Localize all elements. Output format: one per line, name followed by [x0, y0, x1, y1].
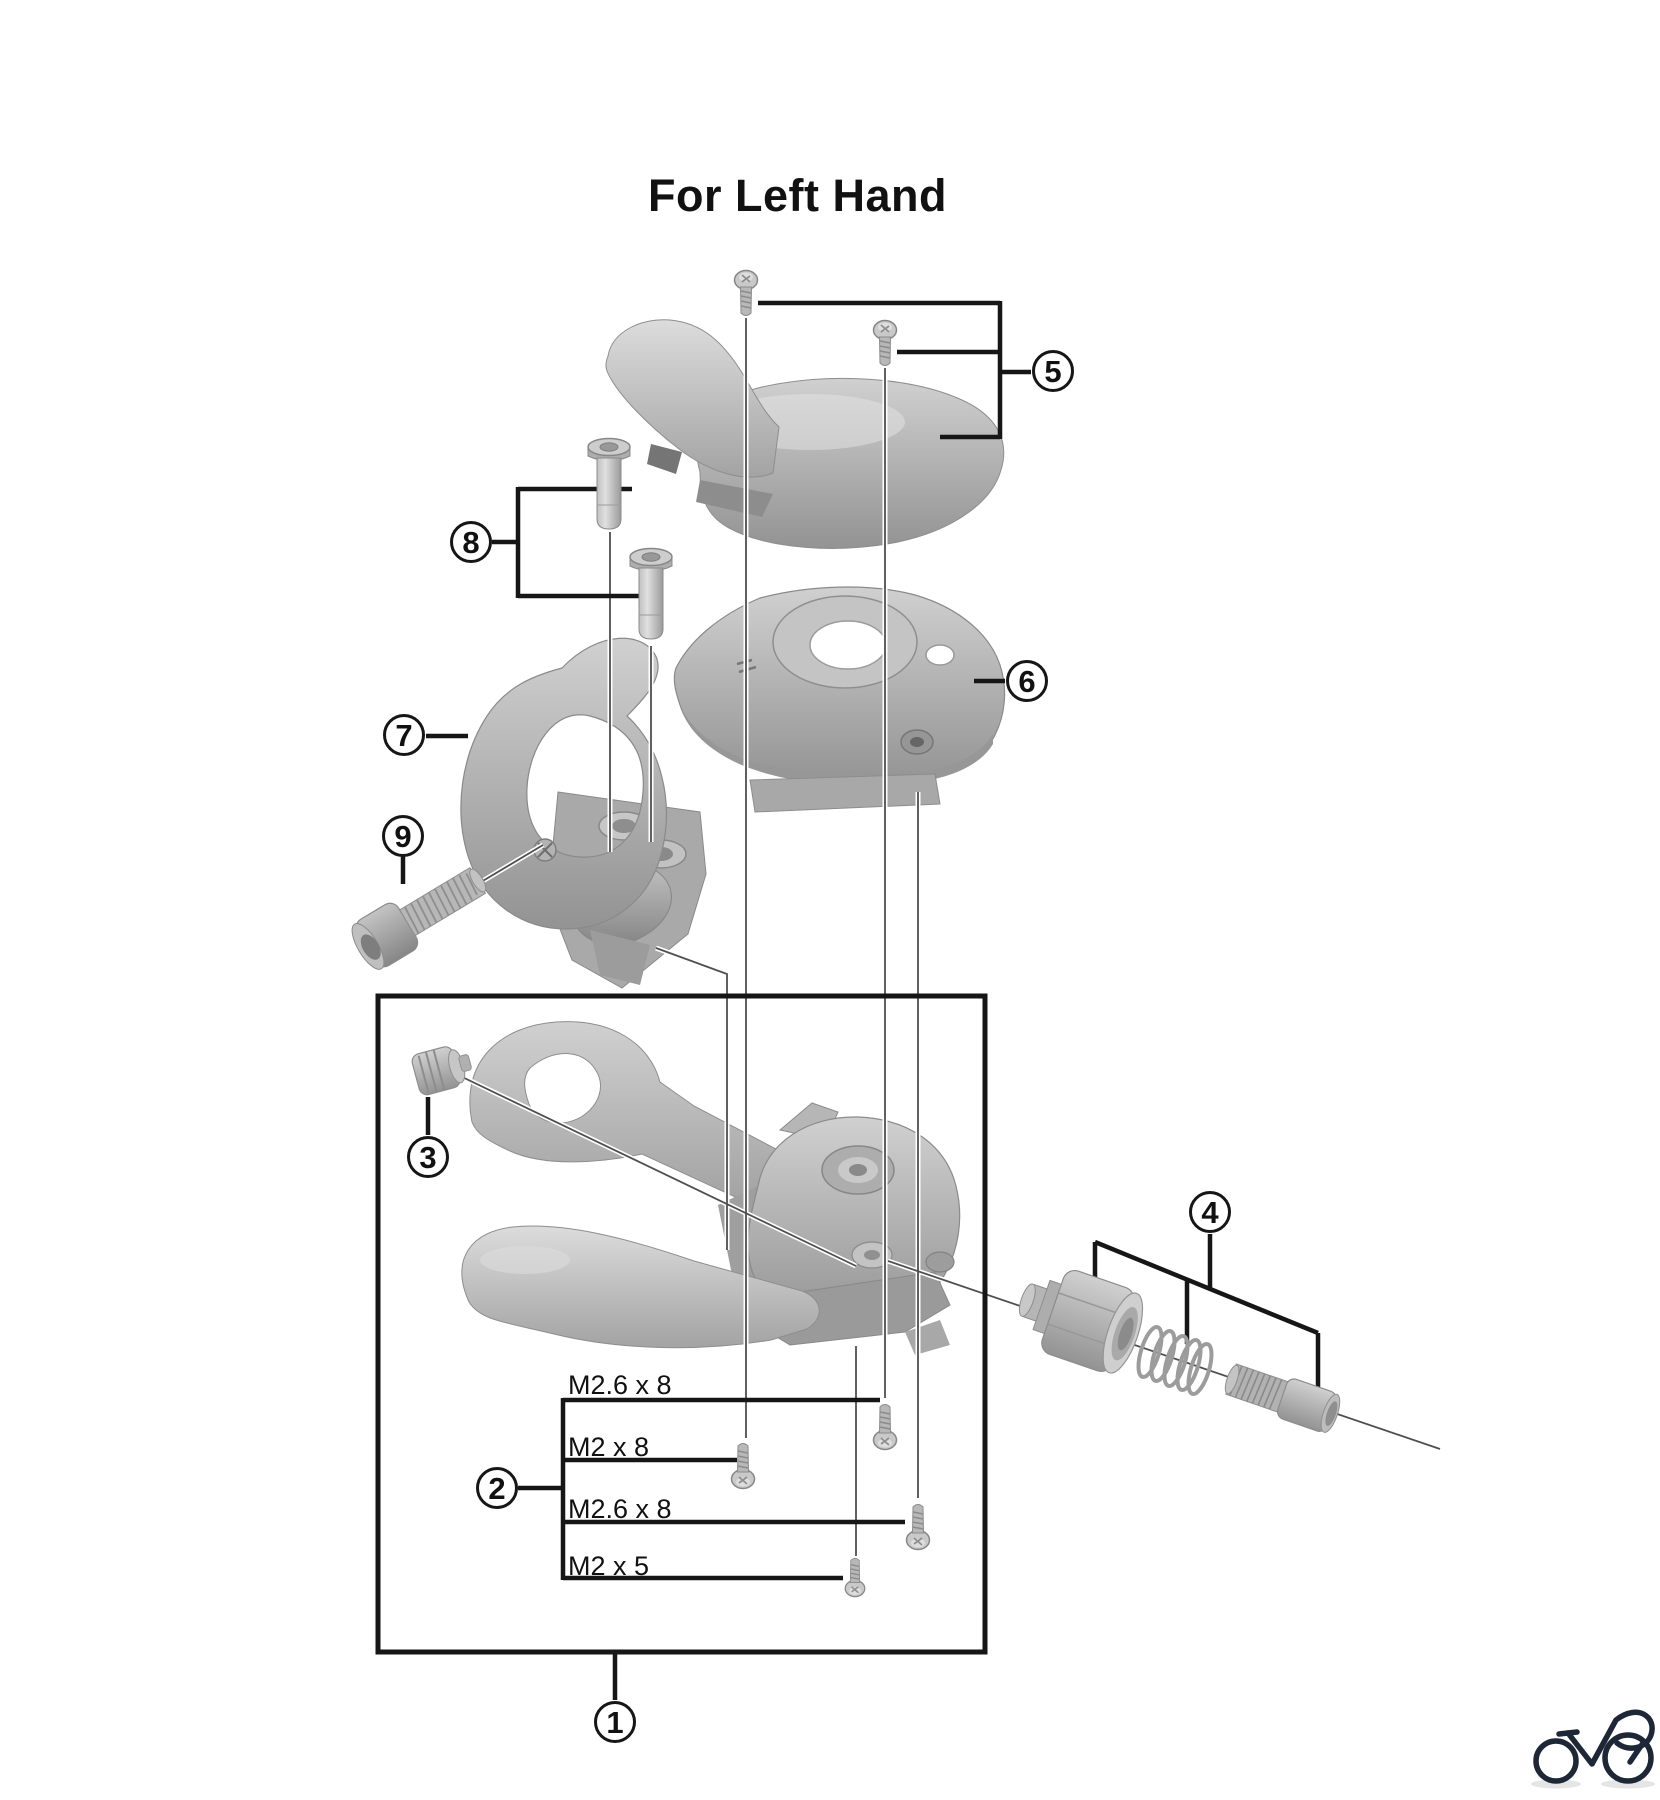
cable-adjuster-group: [1018, 1269, 1341, 1433]
callout-3: 3: [407, 1136, 449, 1178]
screw-m26x8-a: [872, 1403, 898, 1451]
fixing-screw-b: [872, 319, 898, 367]
callout-7: 7: [383, 714, 425, 756]
fixing-screw-a: [733, 269, 759, 317]
pod-cover: [673, 586, 1006, 813]
main-lever-assembly: [461, 1021, 961, 1355]
unit-box-outline: [375, 993, 988, 1655]
clamp-bolt: [351, 866, 487, 970]
cable-stop-bolt: [1224, 1363, 1341, 1433]
indicator-cover-assembly: [605, 319, 1005, 549]
unit-fixing-screws: [730, 1403, 931, 1598]
end-plug: [411, 1046, 472, 1096]
screw-spec-label-4: M2 x 5: [568, 1551, 650, 1581]
callout-8: 8: [450, 521, 492, 563]
adjuster-nut: [1018, 1269, 1144, 1374]
barrel-screw-a: [587, 437, 631, 530]
leader-lines: [454, 318, 1441, 1556]
page-title: For Left Hand: [648, 170, 947, 221]
screw-spec-label-2: M2 x 8: [568, 1432, 650, 1462]
callout-4: 4: [1189, 1191, 1231, 1233]
cover-fixing-screws: [733, 269, 898, 367]
bracket-2: [518, 1397, 905, 1581]
callout-9: 9: [382, 815, 424, 857]
callout-6: 6: [1006, 660, 1048, 702]
screw-m2x5: [844, 1557, 866, 1598]
adjuster-spring: [1136, 1324, 1214, 1397]
screw-spec-label-3: M2.6 x 8: [568, 1494, 672, 1524]
screw-spec-label-1: M2.6 x 8: [568, 1370, 672, 1400]
callout-1: 1: [594, 1701, 636, 1743]
callout-5: 5: [1032, 350, 1074, 392]
bracket-barrel-screws: [587, 437, 673, 640]
callout-2: 2: [476, 1467, 518, 1509]
bicycle-logo-icon: [1531, 1709, 1655, 1789]
screw-m2x8: [730, 1442, 756, 1490]
screw-m26x8-b: [905, 1503, 931, 1551]
bracket-5: [758, 300, 1031, 440]
callout-brackets: [400, 300, 1321, 1700]
bracket-4: [1092, 1234, 1321, 1395]
clamp-band: [460, 637, 667, 930]
bracket-8: [492, 486, 640, 599]
